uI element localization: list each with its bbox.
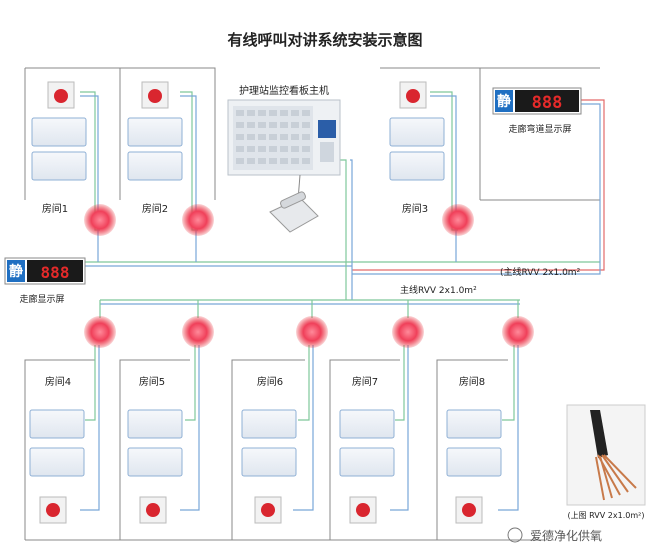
room-label-2: 房间2 [142,202,168,215]
room-boundaries-bottom [24,359,545,541]
room-label-6: 房间6 [257,375,283,388]
room-label-5: 房间5 [139,375,165,388]
corridor-display-digits: 888 [41,263,70,282]
cable-label-right: (主线RVV 2x1.0m² [500,266,581,278]
cable-photo [566,404,646,506]
room-8-devices [446,409,502,524]
room-5-devices [127,409,183,524]
room-8-lamp [502,316,534,348]
room-boundaries-top [24,67,600,201]
room-2-devices [127,81,214,236]
cable-photo-caption: (上图 RVV 2x1.0m²) [568,511,645,520]
corridor-curve-display-label: 走廊弯道显示屏 [508,123,571,135]
corridor-curve-display-digits: 888 [532,93,563,113]
nurse-station-host [227,99,341,176]
corridor-curve-display-char: 静 [497,93,511,110]
room-6-devices [241,409,297,524]
room-label-1: 房间1 [42,202,68,215]
corridor-display: 静 888 [4,257,86,285]
room-4-lamp [84,316,116,348]
watermark: 爱德净化供氧 [507,527,602,543]
room-1-devices [31,81,116,236]
room-4-devices [29,409,85,524]
room-label-3: 房间3 [402,202,428,215]
telephone-handset [269,174,319,233]
room-label-8: 房间8 [459,375,485,388]
room-7-devices [339,409,395,524]
nurse-station-label: 护理站监控看板主机 [239,84,329,97]
corridor-display-label: 走廊显示屏 [19,293,64,305]
room-5-lamp [182,316,214,348]
room-7-lamp [392,316,424,348]
diagram-title: 有线呼叫对讲系统安装示意图 [227,31,422,49]
room-6-lamp [296,316,328,348]
cable-label-center: 主线RVV 2x1.0m² [400,284,477,296]
room-label-7: 房间7 [352,375,378,388]
room-label-4: 房间4 [45,375,71,388]
watermark-text: 爱德净化供氧 [530,528,602,543]
corridor-display-char: 静 [9,263,23,280]
corridor-curve-display: 静 888 [492,87,582,115]
room-3-devices [389,81,474,236]
